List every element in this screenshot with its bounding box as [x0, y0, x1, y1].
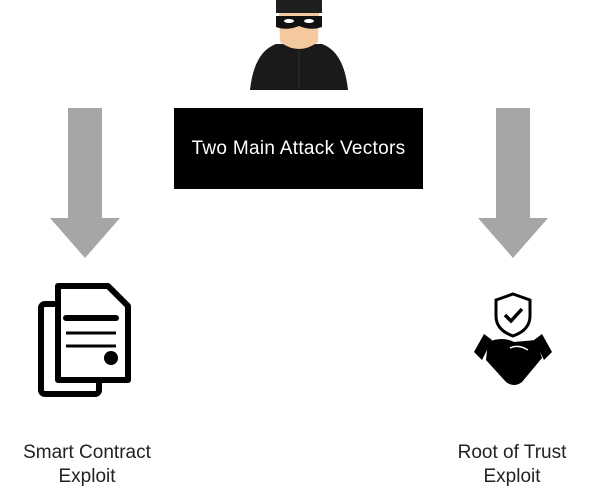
label-line: Exploit — [483, 466, 541, 487]
title-box: Two Main Attack Vectors — [174, 108, 423, 189]
root-of-trust-exploit-label: Root of Trust Exploit — [412, 441, 600, 489]
title-text: Two Main Attack Vectors — [191, 137, 406, 159]
label-line: Exploit — [58, 466, 116, 487]
arrow-down-left — [50, 108, 120, 258]
smart-contract-exploit-label: Smart Contract Exploit — [0, 441, 187, 489]
arrow-down-right — [478, 108, 548, 258]
contract-document-icon — [38, 283, 131, 397]
handshake-shield-icon — [474, 292, 552, 385]
label-line: Root of Trust — [457, 442, 567, 463]
hacker-icon — [250, 0, 348, 90]
label-line: Smart Contract — [23, 442, 151, 463]
